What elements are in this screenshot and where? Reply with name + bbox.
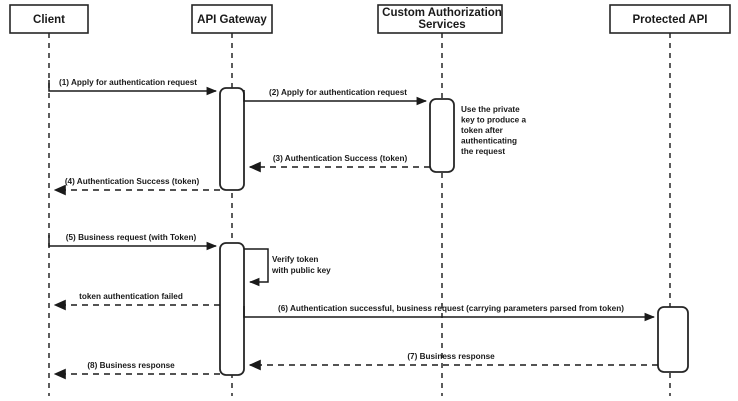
message-6-label: (6) Authentication successful, business …	[278, 304, 624, 313]
participant-protected-api-label: Protected API	[633, 14, 708, 26]
message-verify-token-label-line1: Verify token	[272, 255, 318, 264]
message-token-authentication-failed[interactable]: token authentication failed	[53, 292, 220, 311]
participant-api-gateway-label: API Gateway	[197, 14, 267, 26]
note-private-key-line-2: key to produce a	[461, 116, 527, 125]
participant-api-gateway[interactable]: API Gateway	[191, 4, 273, 34]
message-6-authentication-successful-business-request[interactable]: (6) Authentication successful, business …	[243, 304, 656, 322]
activation-auth-service[interactable]	[429, 98, 455, 173]
message-1-apply-for-authentication-request[interactable]: (1) Apply for authentication request	[48, 78, 218, 96]
participant-custom-auth-label-line2: Services	[418, 19, 465, 31]
participant-client-label: Client	[33, 14, 65, 26]
activation-gateway-auth[interactable]	[219, 87, 245, 191]
message-5-business-request-with-token[interactable]: (5) Business request (with Token)	[48, 233, 218, 251]
message-4-authentication-success-token[interactable]: (4) Authentication Success (token)	[53, 177, 220, 196]
activation-protected-api[interactable]	[657, 306, 689, 373]
message-7-business-response[interactable]: (7) Business response	[248, 352, 658, 371]
note-private-key-line-4: authenticating	[461, 137, 517, 146]
message-token-authentication-failed-label: token authentication failed	[79, 292, 183, 301]
participant-client[interactable]: Client	[9, 4, 89, 34]
note-private-key-line-5: the request	[461, 147, 505, 156]
message-5-label: (5) Business request (with Token)	[66, 233, 197, 242]
message-1-label: (1) Apply for authentication request	[59, 78, 197, 87]
message-8-label: (8) Business response	[87, 361, 175, 370]
note-private-key-line-1: Use the private	[461, 105, 520, 114]
message-verify-token-label-line2: with public key	[271, 266, 331, 275]
message-2-label: (2) Apply for authentication request	[269, 88, 407, 97]
note-private-key-line-3: token after	[461, 126, 504, 135]
message-2-apply-for-authentication-request[interactable]: (2) Apply for authentication request	[243, 88, 428, 106]
message-7-label: (7) Business response	[407, 352, 495, 361]
activation-gateway-business[interactable]	[219, 242, 245, 376]
message-8-business-response[interactable]: (8) Business response	[53, 361, 220, 380]
message-4-label: (4) Authentication Success (token)	[65, 177, 200, 186]
note-private-key: Use the private key to produce a token a…	[461, 105, 527, 156]
participant-protected-api[interactable]: Protected API	[609, 4, 731, 34]
participant-custom-auth[interactable]: Custom Authorization Services	[377, 4, 503, 34]
participant-custom-auth-label-line1: Custom Authorization	[382, 7, 502, 19]
message-verify-token-self-loop[interactable]: Verify token with public key	[244, 248, 331, 287]
message-3-authentication-success-token[interactable]: (3) Authentication Success (token)	[248, 154, 430, 173]
message-3-label: (3) Authentication Success (token)	[273, 154, 408, 163]
